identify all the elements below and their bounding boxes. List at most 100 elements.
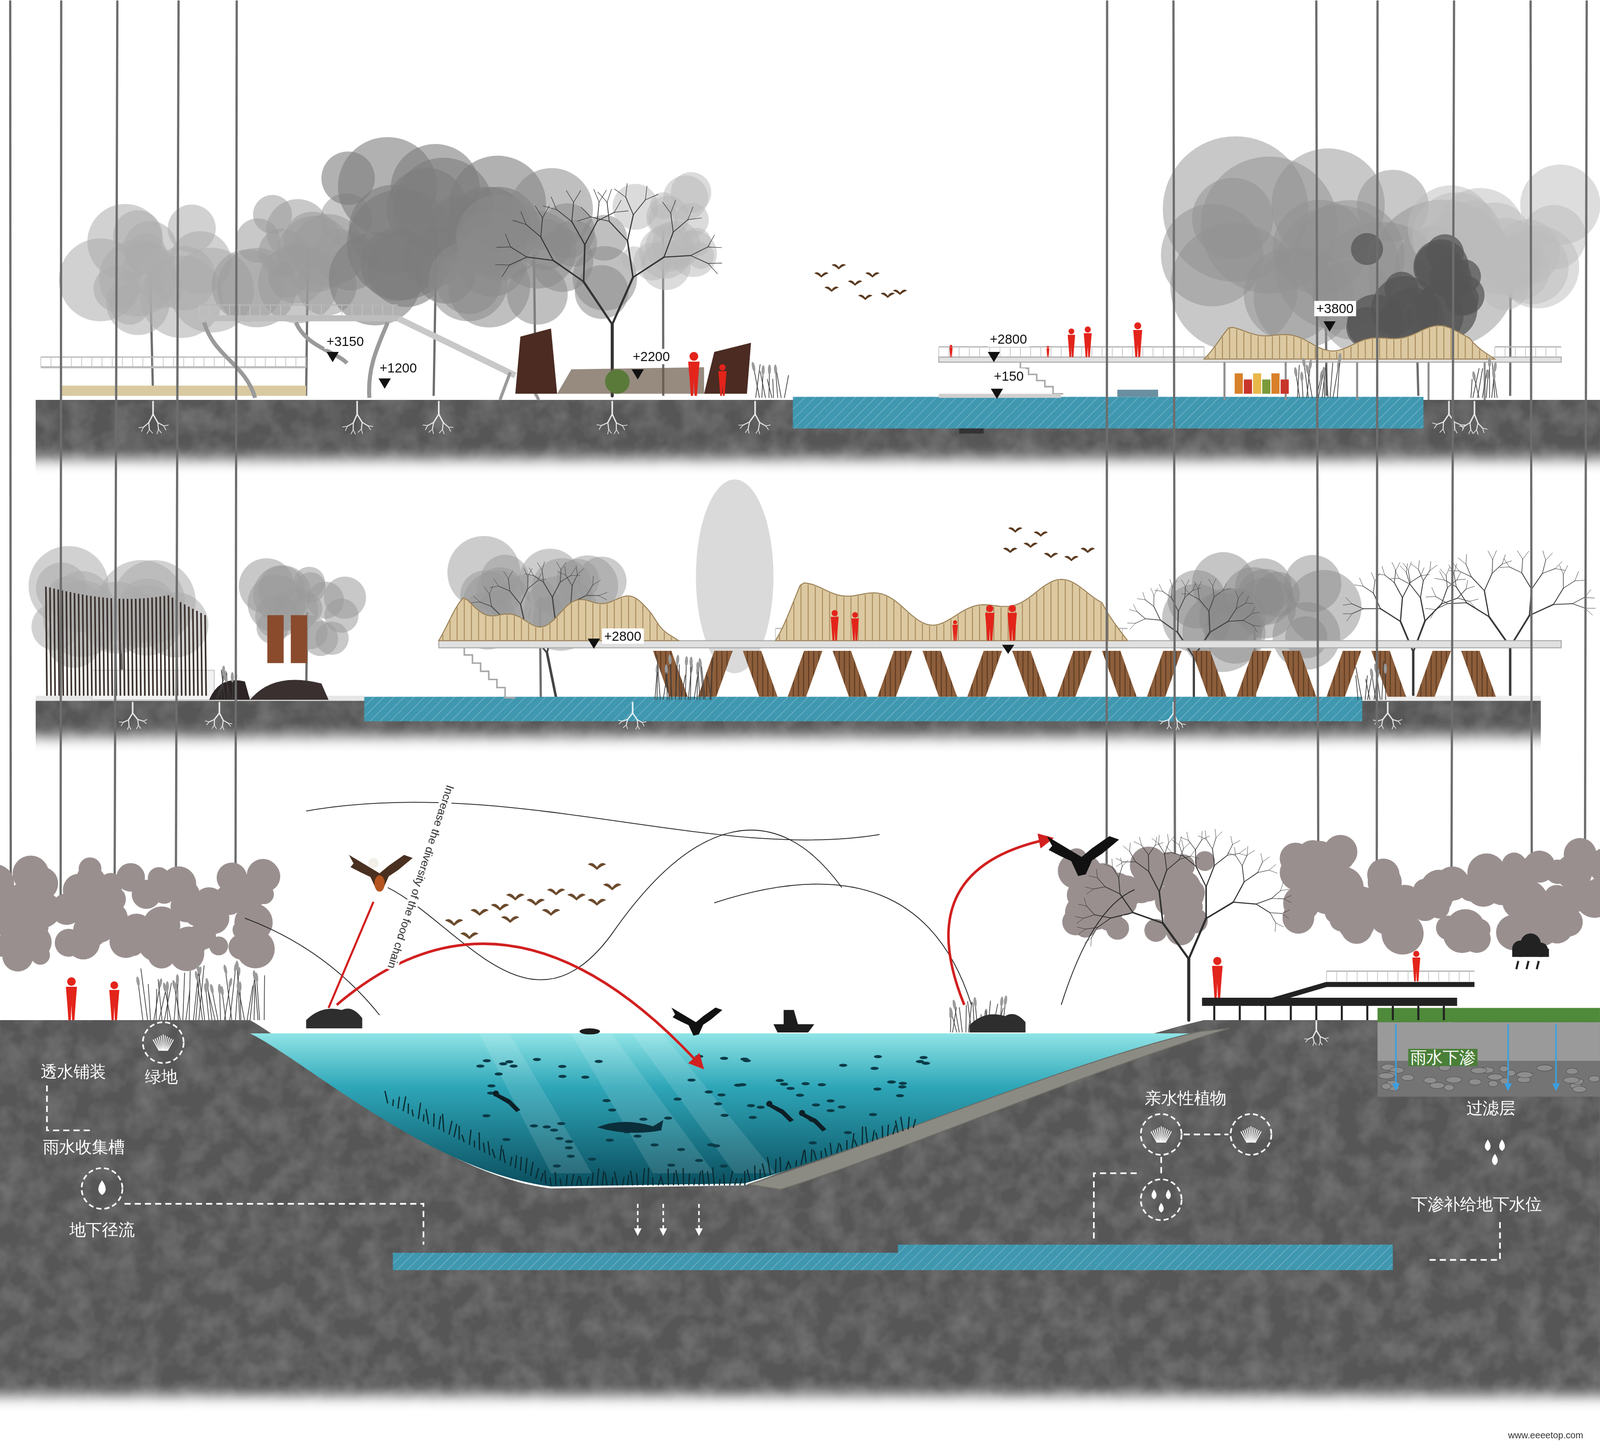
- root-layer: [138, 400, 1488, 435]
- water-plant: [846, 1140, 848, 1150]
- water-plant: [688, 1173, 690, 1186]
- canopy-rib: [1229, 327, 1231, 360]
- tree-branch: [592, 580, 601, 586]
- rail-post: [362, 304, 363, 315]
- tree-canopy: [1520, 164, 1600, 245]
- tree-root: [352, 422, 354, 430]
- canopy-rib: [786, 619, 788, 641]
- tree-root: [146, 429, 150, 434]
- tree-root: [1320, 1036, 1326, 1040]
- tree-root: [138, 725, 141, 730]
- tree-branch: [1194, 581, 1199, 589]
- water-plant: [872, 1130, 875, 1142]
- tree-branch: [1122, 860, 1129, 867]
- tree-canopy: [324, 598, 359, 634]
- canopy-rib: [971, 607, 973, 641]
- tree-branch: [1522, 551, 1529, 560]
- fish: [915, 1060, 924, 1064]
- tree-branch: [688, 218, 702, 220]
- tree-branch: [1420, 581, 1424, 598]
- tree-branch: [609, 221, 628, 241]
- tree-branch: [1456, 571, 1462, 580]
- tree-branch: [1193, 588, 1201, 591]
- tree-branch: [1199, 599, 1209, 612]
- tree-trunk: [1451, 0, 1455, 902]
- tree-root: [1381, 719, 1383, 726]
- water-plant: [535, 1168, 539, 1179]
- water-plant: [540, 1173, 544, 1182]
- tree-branch: [1236, 602, 1246, 609]
- reeds: [1471, 357, 1498, 398]
- rail-post: [1545, 346, 1547, 358]
- water-plant: [707, 1171, 710, 1186]
- reed-stem: [760, 371, 766, 398]
- canopy-rib: [907, 613, 909, 641]
- tree-branch: [1129, 851, 1136, 863]
- tree-root: [353, 414, 358, 423]
- tree-branch: [1354, 585, 1363, 587]
- tree-branch: [1502, 560, 1512, 565]
- reed-stem: [959, 1007, 963, 1033]
- canopy-rib: [1472, 342, 1473, 360]
- tree-root: [765, 426, 769, 431]
- tree-root: [642, 722, 645, 727]
- fish: [734, 1083, 743, 1088]
- tree-canopy: [1331, 847, 1355, 870]
- tree-root: [1397, 721, 1401, 725]
- reed-stem: [174, 985, 181, 1021]
- tree-branch: [1227, 853, 1236, 856]
- tree-canopy: [621, 246, 647, 272]
- reed-stem: [701, 666, 706, 700]
- rail-post: [1458, 971, 1460, 982]
- reed-plume: [223, 672, 229, 683]
- flight-path: [387, 830, 842, 980]
- tree-trunk: [1376, 0, 1378, 900]
- water-plant: [597, 1168, 599, 1186]
- water-plant: [913, 1119, 916, 1129]
- tree-canopy: [1182, 885, 1204, 907]
- tree-canopy: [1543, 885, 1570, 911]
- water-plant: [739, 1178, 742, 1186]
- water-plant: [729, 1171, 733, 1186]
- tree-root: [1313, 1042, 1317, 1046]
- tree-branch: [1492, 559, 1493, 574]
- tree-branch: [1208, 579, 1213, 587]
- canopy-rib: [1300, 339, 1302, 360]
- tree-branch: [1198, 588, 1200, 600]
- tree-canopy: [87, 203, 164, 280]
- tree-branch: [566, 190, 574, 203]
- tree-branch: [1545, 553, 1553, 561]
- fish: [837, 1105, 846, 1110]
- rust-sign: [267, 615, 284, 664]
- water-plant: [525, 1158, 528, 1174]
- tree-branch: [597, 192, 608, 203]
- water-plant: [520, 1157, 522, 1172]
- tree-root: [361, 429, 363, 435]
- canopy-rib: [528, 624, 529, 641]
- tree-branch: [1444, 580, 1457, 587]
- tree-branch: [542, 570, 544, 583]
- tree-branch: [1425, 596, 1436, 598]
- tree-root: [1460, 424, 1466, 426]
- rail-post: [1132, 346, 1134, 358]
- rain-drop: [1526, 961, 1529, 970]
- tree-branch: [1257, 870, 1270, 874]
- tree-branch: [627, 214, 634, 241]
- tree-root: [1454, 421, 1461, 425]
- tree-branch: [1111, 858, 1113, 868]
- ground-section: [0, 1020, 1600, 1414]
- tree-branch: [489, 586, 499, 588]
- tree-branch: [1178, 836, 1182, 845]
- reed-stem: [685, 661, 687, 700]
- tree-canopy: [1555, 853, 1593, 891]
- tree-branch: [1205, 830, 1207, 840]
- timber-support: [1416, 650, 1451, 697]
- tree-branch: [1253, 625, 1258, 632]
- tree-root: [1470, 429, 1473, 434]
- tree-root: [213, 719, 215, 726]
- tree-root: [131, 702, 134, 714]
- lakebed-plants: [384, 1091, 916, 1186]
- timber-support: [1326, 650, 1362, 697]
- tree: [138, 0, 225, 972]
- tree-branch: [1118, 877, 1120, 895]
